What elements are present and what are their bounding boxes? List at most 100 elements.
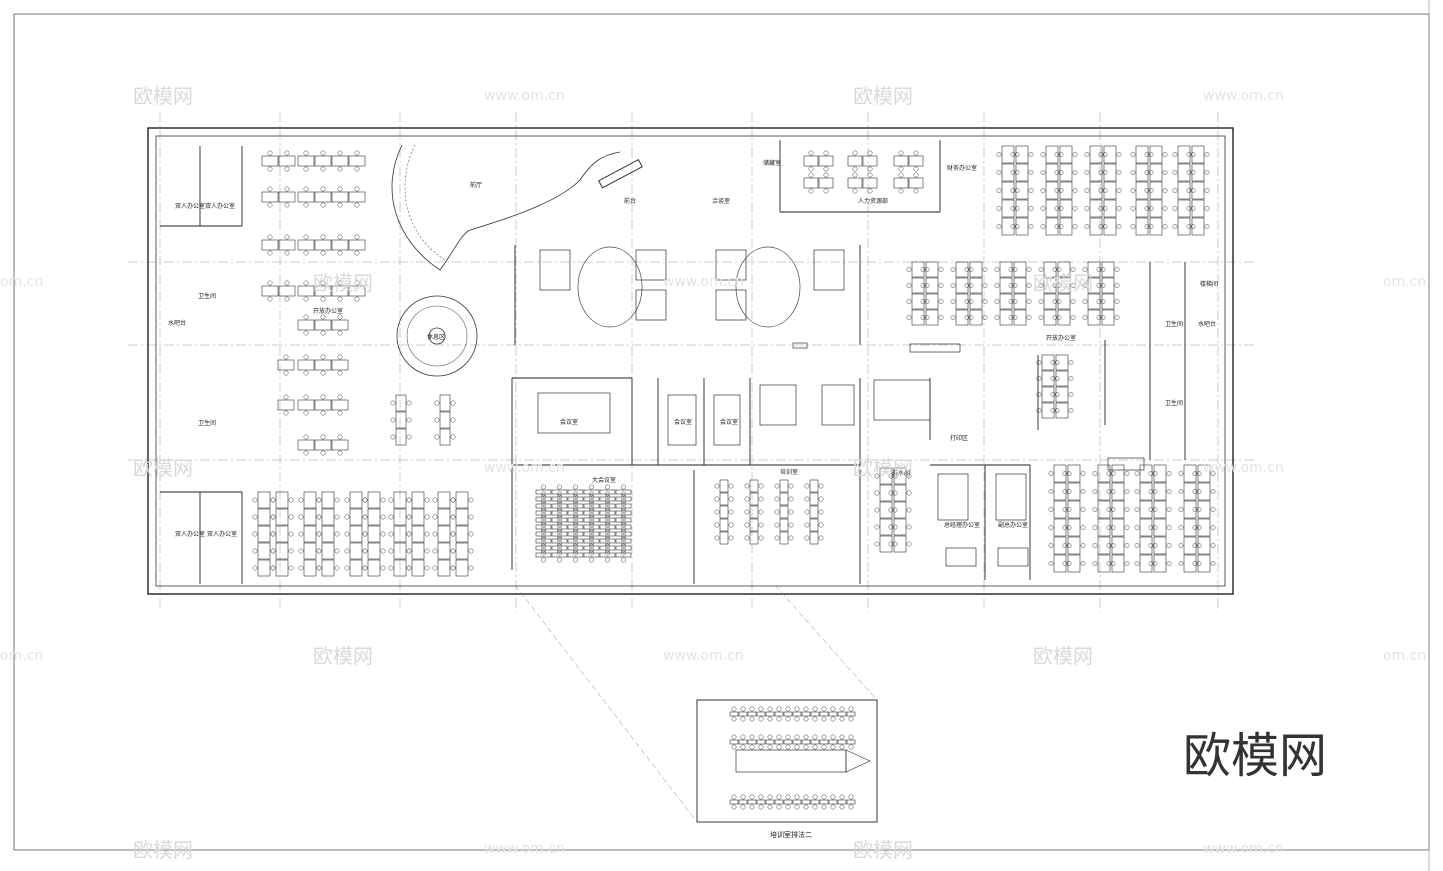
desk xyxy=(719,531,729,545)
chair xyxy=(1058,224,1064,229)
chair xyxy=(938,283,944,288)
chair xyxy=(1178,525,1184,530)
chair xyxy=(406,514,412,520)
desk xyxy=(810,711,820,717)
chair xyxy=(252,565,258,571)
desk xyxy=(1111,518,1125,537)
chair xyxy=(714,522,720,528)
chair xyxy=(1052,267,1058,272)
desk xyxy=(367,559,381,577)
desk xyxy=(455,508,469,526)
desk xyxy=(955,293,969,310)
reception-desk xyxy=(598,158,643,189)
chair xyxy=(1166,507,1172,512)
desk xyxy=(955,261,969,278)
chair xyxy=(964,267,970,272)
chair xyxy=(344,531,350,537)
chair xyxy=(589,491,594,497)
chair xyxy=(874,490,880,496)
chair xyxy=(848,804,854,810)
chair xyxy=(808,166,814,172)
chair xyxy=(964,299,970,304)
label-meeting-2: 会议室 xyxy=(674,418,692,426)
chair xyxy=(1148,543,1154,548)
desk xyxy=(879,501,893,519)
chair xyxy=(573,484,578,490)
chair xyxy=(450,514,456,520)
desk xyxy=(774,711,784,717)
desk xyxy=(331,439,349,451)
chair xyxy=(362,548,368,554)
chair xyxy=(1210,507,1216,512)
chair xyxy=(1166,525,1172,530)
desk xyxy=(583,510,600,516)
room-furniture xyxy=(635,289,667,321)
chair xyxy=(1054,360,1060,365)
chair xyxy=(749,734,755,740)
chair xyxy=(823,150,829,156)
desk xyxy=(846,711,856,717)
chair xyxy=(573,505,578,511)
chair xyxy=(968,315,974,320)
label-hr: 人力资源部 xyxy=(858,197,888,205)
desk xyxy=(257,491,271,509)
desk xyxy=(719,492,729,506)
desk xyxy=(257,559,271,577)
chair xyxy=(714,483,720,489)
chair xyxy=(758,509,764,515)
chair xyxy=(267,202,273,208)
desk xyxy=(261,239,279,251)
chair xyxy=(1070,267,1076,272)
chair xyxy=(774,483,780,489)
watermark-url: www.om.cn xyxy=(484,460,565,476)
desk xyxy=(411,559,425,577)
chair xyxy=(892,507,898,513)
partition-walls xyxy=(160,140,1186,584)
desk xyxy=(395,394,407,412)
desk xyxy=(278,239,296,251)
chair xyxy=(1190,188,1196,193)
chair xyxy=(740,706,746,712)
chair xyxy=(354,280,360,286)
desk xyxy=(331,359,349,371)
room-furniture xyxy=(715,289,747,321)
desk xyxy=(969,293,983,310)
desk xyxy=(893,467,907,485)
chair xyxy=(1070,283,1076,288)
desk xyxy=(1183,482,1197,501)
chair xyxy=(740,794,746,800)
chair xyxy=(388,514,394,520)
desk xyxy=(275,542,289,560)
chair xyxy=(1084,152,1090,157)
chair xyxy=(830,804,836,810)
watermark-brand: 欧模网 xyxy=(853,838,913,862)
desk xyxy=(303,559,317,577)
chair xyxy=(938,267,944,272)
chair xyxy=(284,202,290,208)
lobby-curve-wall xyxy=(391,144,621,271)
chair xyxy=(557,519,562,525)
desk xyxy=(599,538,616,544)
chair xyxy=(758,804,764,810)
chair xyxy=(1106,543,1112,548)
chair xyxy=(557,540,562,546)
chair xyxy=(388,548,394,554)
chair xyxy=(1204,206,1210,211)
chair xyxy=(758,522,764,528)
desk xyxy=(809,479,819,493)
chair xyxy=(924,283,930,288)
chair xyxy=(744,483,750,489)
desk xyxy=(783,799,793,805)
chair xyxy=(1204,224,1210,229)
room-furniture xyxy=(1107,457,1145,471)
chair xyxy=(1098,170,1104,175)
desk xyxy=(348,155,366,167)
chair xyxy=(380,514,386,520)
chair xyxy=(1210,561,1216,566)
chair xyxy=(1116,224,1122,229)
chair xyxy=(1038,283,1044,288)
desk xyxy=(257,525,271,543)
chair xyxy=(818,483,824,489)
chair xyxy=(406,497,412,503)
chair xyxy=(303,354,309,360)
